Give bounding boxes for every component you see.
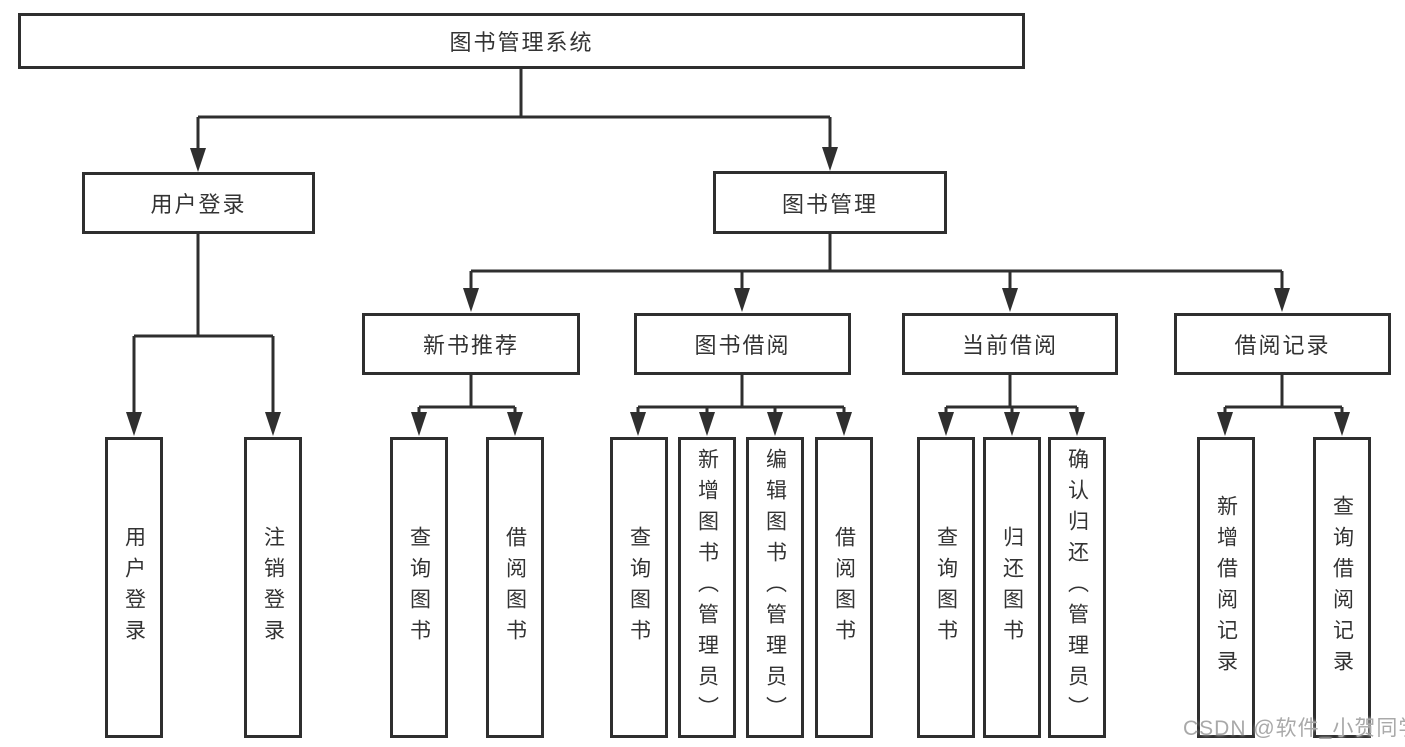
leaf-add-borrow-record: 新增借阅记录 <box>1197 437 1255 738</box>
node-library-system: 图书管理系统 <box>18 13 1025 69</box>
leaf-borrow-books-recommend: 借阅图书 <box>486 437 544 738</box>
node-label: 查询图书 <box>627 525 651 650</box>
node-label: 查询借阅记录 <box>1330 494 1354 681</box>
node-label: 编辑图书（管理员） <box>763 448 787 727</box>
node-book-borrow: 图书借阅 <box>634 313 851 375</box>
node-label: 注销登录 <box>261 525 285 650</box>
leaf-query-books-current: 查询图书 <box>917 437 975 738</box>
node-borrow-records: 借阅记录 <box>1174 313 1391 375</box>
node-user-login: 用户登录 <box>82 172 315 234</box>
leaf-query-books-borrow: 查询图书 <box>610 437 668 738</box>
node-label: 图书管理 <box>781 191 878 217</box>
leaf-edit-books-admin: 编辑图书（管理员） <box>746 437 804 738</box>
node-label: 查询图书 <box>934 525 958 650</box>
node-label: 查询图书 <box>407 525 431 650</box>
node-label: 新增借阅记录 <box>1214 494 1238 681</box>
node-label: 借阅图书 <box>832 525 856 650</box>
node-label: 当前借阅 <box>961 333 1058 358</box>
watermark: CSDN @软件_小贺同学 <box>1183 717 1405 740</box>
leaf-add-books-admin: 新增图书（管理员） <box>678 437 736 738</box>
leaf-query-borrow-record: 查询借阅记录 <box>1313 437 1371 738</box>
node-new-book-recommend: 新书推荐 <box>362 313 580 375</box>
node-label: 归还图书 <box>1000 525 1024 650</box>
leaf-logout: 注销登录 <box>244 437 302 738</box>
node-label: 用户登录 <box>122 525 146 650</box>
node-label: 图书管理系统 <box>449 30 594 55</box>
node-book-management: 图书管理 <box>713 171 947 234</box>
leaf-confirm-return-admin: 确认归还（管理员） <box>1048 437 1106 738</box>
node-label: 新书推荐 <box>422 333 519 358</box>
node-current-borrow: 当前借阅 <box>902 313 1118 375</box>
node-label: 借阅记录 <box>1234 333 1331 358</box>
leaf-return-books: 归还图书 <box>983 437 1041 738</box>
node-label: 借阅图书 <box>503 525 527 650</box>
leaf-borrow-books: 借阅图书 <box>815 437 873 738</box>
node-label: 图书借阅 <box>694 333 791 358</box>
node-label: 确认归还（管理员） <box>1065 448 1089 727</box>
node-label: 用户登录 <box>150 192 247 217</box>
leaf-query-books-recommend: 查询图书 <box>390 437 448 738</box>
leaf-user-login: 用户登录 <box>105 437 163 738</box>
node-label: 新增图书（管理员） <box>695 448 719 727</box>
